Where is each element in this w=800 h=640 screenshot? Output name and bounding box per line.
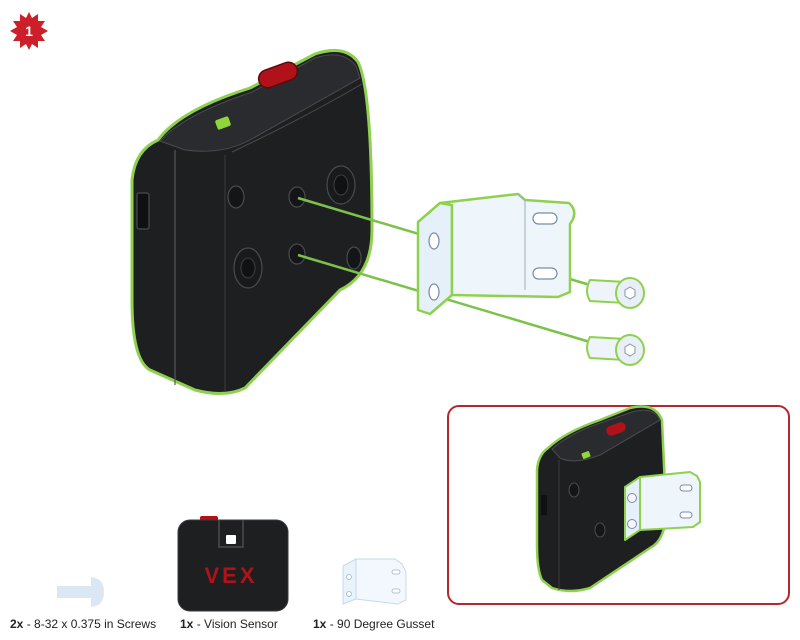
detail-inset: [447, 405, 790, 605]
part-qty: 2x: [10, 617, 24, 631]
part-caption-gusset: 1x - 90 Degree Gusset: [313, 617, 435, 631]
step-badge-icon: [10, 12, 48, 50]
part-name: 8-32 x 0.375 in Screws: [34, 617, 157, 631]
gusset-bracket: [416, 192, 576, 316]
screw: [586, 277, 645, 309]
part-name: Vision Sensor: [204, 617, 278, 631]
screw-part-icon: [57, 577, 104, 607]
part-caption-vision-sensor: 1x - Vision Sensor: [180, 617, 278, 631]
screw: [586, 334, 645, 366]
step-number: 1: [25, 23, 33, 39]
vision-sensor: [130, 48, 374, 395]
part-qty: 1x: [313, 617, 327, 631]
part-name: 90 Degree Gusset: [337, 617, 435, 631]
vision-sensor-part-icon: VEX: [177, 516, 289, 612]
gusset-part-icon: [342, 558, 407, 605]
assembled-gusset: [624, 471, 701, 541]
part-qty: 1x: [180, 617, 194, 631]
vex-logo: VEX: [204, 563, 257, 588]
part-caption-screws: 2x - 8-32 x 0.375 in Screws: [10, 617, 157, 631]
assembled-sensor: [535, 405, 668, 593]
